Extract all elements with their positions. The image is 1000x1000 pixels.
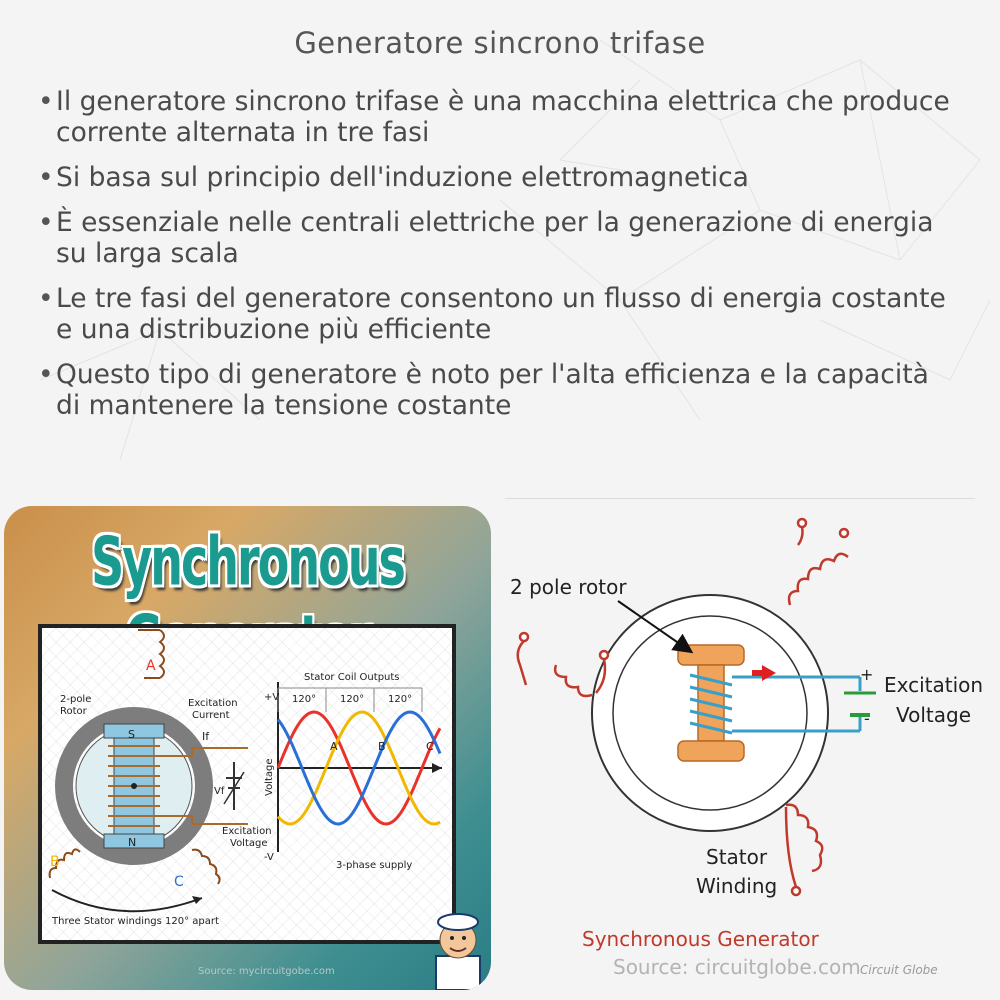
synchronous-generator-illustration: Synchronous Generator bbox=[4, 506, 491, 990]
excitation-label-1: Excitation bbox=[884, 673, 984, 697]
source-credit: Source: circuitglobe.com bbox=[613, 955, 861, 979]
label-excitation-current-1: Excitation bbox=[188, 698, 238, 709]
label-angle-1: 120° bbox=[292, 694, 316, 705]
generator-schematic-panel: 2-pole Rotor S N Excitation Current If V… bbox=[38, 624, 456, 944]
stator-ring bbox=[55, 707, 213, 865]
label-pole-n: N bbox=[128, 836, 136, 849]
stator-label-1: Stator bbox=[706, 845, 768, 869]
page-title: Generatore sincrono trifase bbox=[294, 26, 706, 60]
label-angle-3: 120° bbox=[388, 694, 412, 705]
label-stator-coil-outputs: Stator Coil Outputs bbox=[304, 672, 400, 683]
label-phase-c: C bbox=[174, 874, 184, 890]
stator-winding-top bbox=[787, 517, 850, 606]
phase-b-coil bbox=[48, 848, 81, 879]
label-angle-2: 120° bbox=[340, 694, 364, 705]
label-plus-v: +V bbox=[264, 692, 279, 703]
stator-label-2: Winding bbox=[696, 874, 778, 898]
label-rotor-1: 2-pole bbox=[60, 694, 91, 705]
excitation-label-2: Voltage bbox=[896, 703, 972, 727]
label-phase-a: A bbox=[146, 658, 156, 674]
rotor-label: 2 pole rotor bbox=[510, 575, 627, 599]
label-windings: Three Stator windings 120° apart bbox=[51, 916, 219, 927]
bullet-item: È essenziale nelle centrali elettriche p… bbox=[38, 207, 958, 269]
rotor-field-coil bbox=[689, 673, 862, 735]
label-vf: Vf bbox=[214, 786, 225, 797]
stator-winding-bottom bbox=[784, 803, 824, 897]
brand-logo-text: Circuit Globe bbox=[860, 963, 938, 977]
label-excitation-voltage-1: Excitation bbox=[222, 826, 272, 837]
label-wave-b: B bbox=[378, 740, 386, 753]
label-three-phase: 3-phase supply bbox=[336, 860, 412, 871]
label-excitation-current-2: Current bbox=[192, 710, 230, 721]
label-wave-a: A bbox=[330, 740, 338, 753]
rotor-top-cap bbox=[677, 644, 745, 666]
bullet-item: Il generatore sincrono trifase è una mac… bbox=[38, 86, 958, 148]
sailor-mascot-icon bbox=[435, 913, 481, 990]
label-pole-s: S bbox=[128, 728, 135, 741]
label-minus-v: -V bbox=[264, 852, 274, 863]
label-voltage-axis: Voltage bbox=[264, 758, 275, 796]
wave-phase-a bbox=[276, 710, 442, 826]
two-pole-rotor-diagram: 2 pole rotor + - Excitation Voltage Stat… bbox=[500, 505, 1000, 995]
minus-sign: - bbox=[864, 709, 870, 728]
wave-phase-c bbox=[276, 710, 442, 826]
divider bbox=[505, 498, 975, 499]
illustration-watermark: Source: mycircuitgobe.com bbox=[198, 966, 335, 977]
bullet-list: Il generatore sincrono trifase è una mac… bbox=[38, 86, 958, 435]
label-excitation-voltage-2: Voltage bbox=[230, 838, 268, 849]
rotor-bottom-cap bbox=[677, 740, 745, 762]
label-wave-c: C bbox=[426, 740, 434, 753]
plus-sign: + bbox=[860, 665, 874, 684]
bullet-item: Si basa sul principio dell'induzione ele… bbox=[38, 162, 958, 193]
bullet-item: Questo tipo di generatore è noto per l'a… bbox=[38, 359, 958, 421]
stator-winding-left bbox=[516, 631, 610, 698]
wave-phase-b bbox=[276, 710, 441, 826]
bullet-item: Le tre fasi del generatore consentono un… bbox=[38, 283, 958, 345]
label-rotor-2: Rotor bbox=[60, 706, 88, 717]
phase-c-coil bbox=[191, 848, 221, 885]
label-phase-b: B bbox=[50, 854, 60, 870]
phase-a-coil bbox=[138, 629, 165, 679]
current-arrow bbox=[752, 665, 776, 681]
label-if: If bbox=[202, 730, 210, 743]
diagram-caption: Synchronous Generator bbox=[582, 927, 819, 951]
